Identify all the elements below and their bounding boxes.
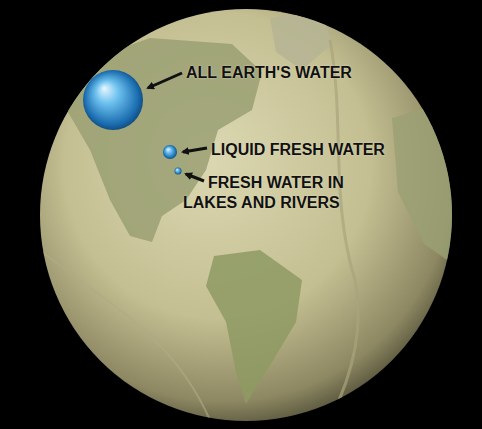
all-water-sphere [83, 70, 143, 130]
leader-arrow [186, 174, 204, 181]
callout-label: ALL EARTH'S WATER [186, 63, 446, 83]
landmasses [40, 12, 456, 420]
callout-label: FRESH WATER IN LAKES AND RIVERS [183, 173, 388, 213]
fresh-water-sphere [163, 145, 177, 159]
leader-arrow [148, 73, 182, 88]
lakes-rivers-sphere [175, 168, 182, 175]
globe [40, 9, 452, 421]
callout-label: LIQUID FRESH WATER [211, 140, 451, 160]
leader-arrow [183, 148, 207, 152]
